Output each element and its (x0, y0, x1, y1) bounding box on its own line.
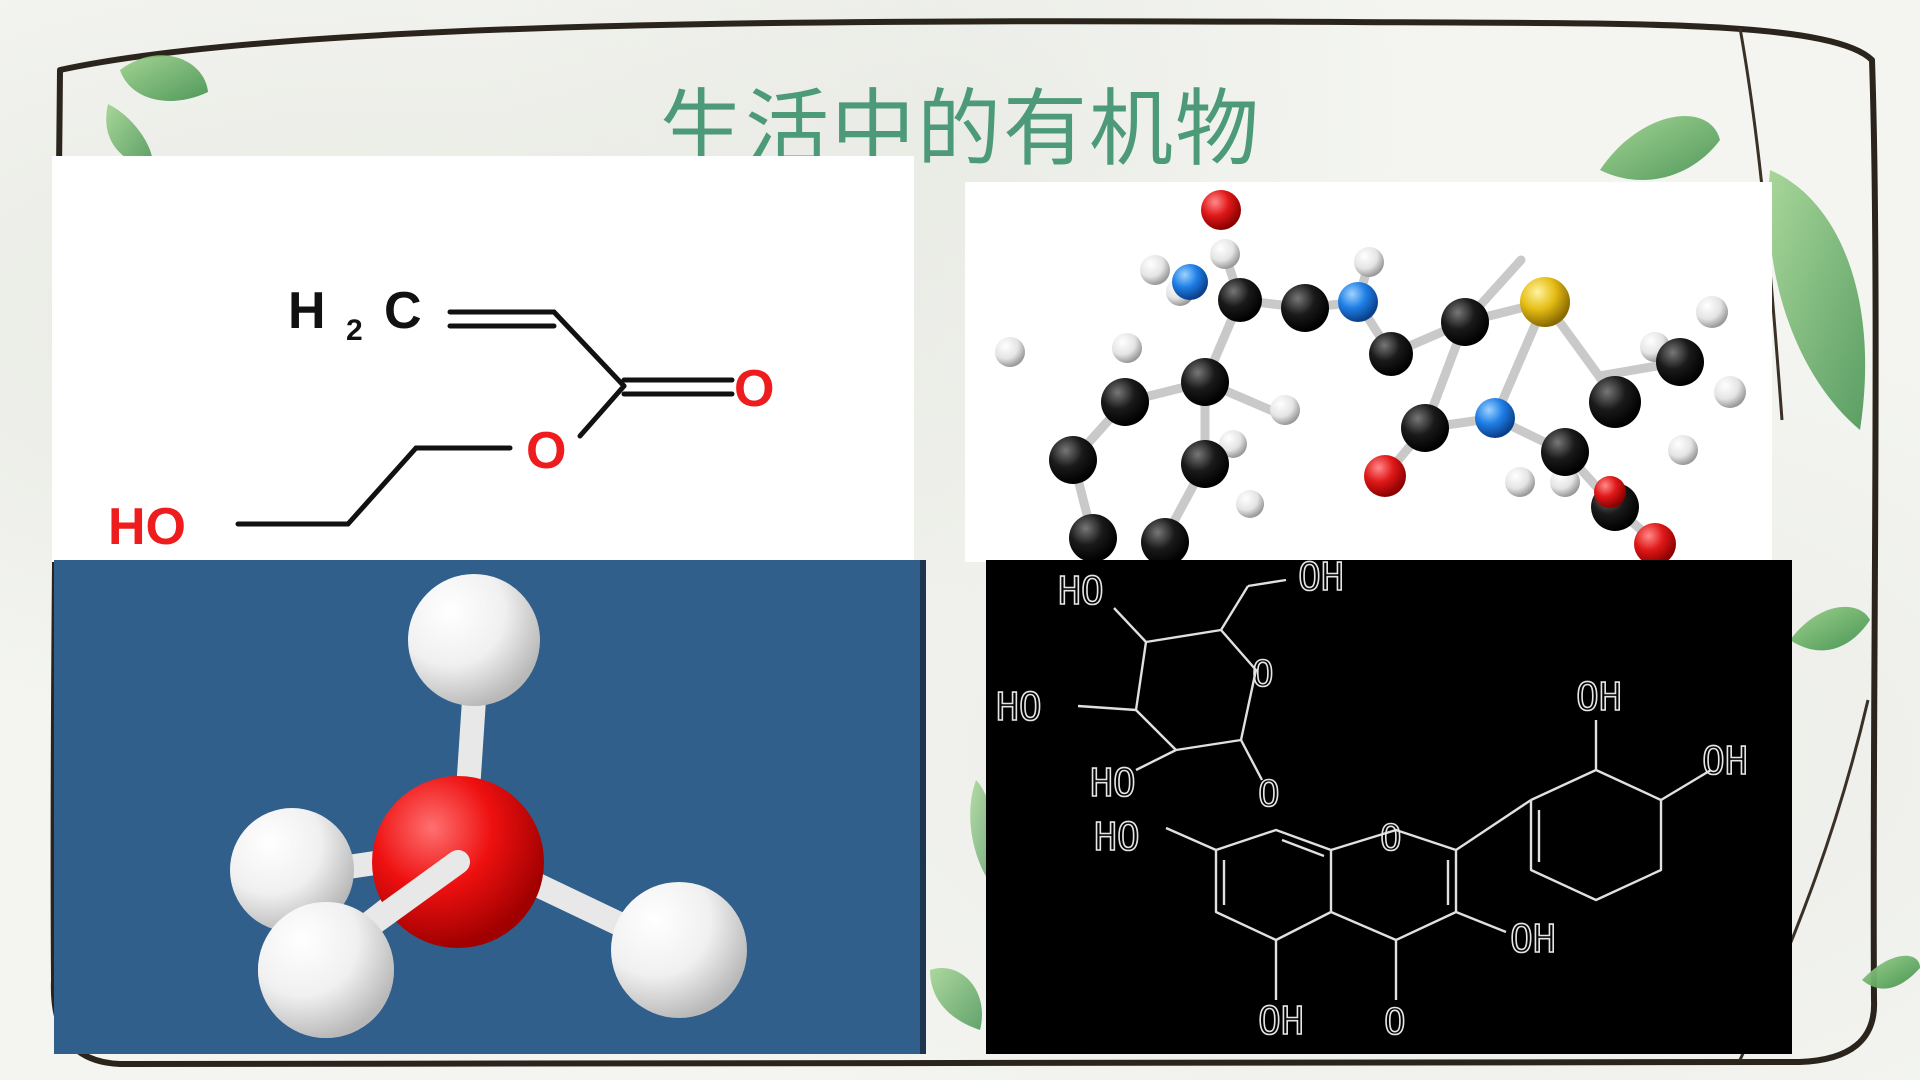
tetrahedral-model (230, 574, 747, 1038)
label-ho-1: HO (1058, 569, 1104, 613)
tetrahedral-model-panel (54, 560, 926, 1054)
structure-panel-glycoside: HO OH HO O HO O OH OH HO O OH OH O (986, 560, 1792, 1054)
label-o-link: O (1258, 774, 1280, 815)
glycoside-formula: HO OH HO O HO O OH OH HO O OH OH O (995, 560, 1748, 1044)
label-oh-r1: OH (1576, 675, 1622, 719)
label-oh-mid: OH (1510, 917, 1556, 961)
leaf-icon (106, 55, 1920, 1030)
hydrogen-atom-left (230, 808, 354, 932)
hydrogen-atom-right (611, 882, 747, 1018)
carbonyl-oxygen: O (734, 360, 774, 418)
label-oh-bottom: OH (1258, 999, 1304, 1043)
label-o-ring: O (1252, 654, 1274, 695)
structure-panel-hydroxyethyl-acrylate: H 2 C O O HO (52, 156, 914, 562)
hydroxyl-group: HO (108, 498, 186, 556)
label-oh-top: OH (1298, 560, 1344, 599)
label-oh-r2: OH (1702, 739, 1748, 783)
h2c-h: H (288, 282, 326, 340)
skeletal-formula: H 2 C O O HO (108, 282, 774, 556)
label-o-pyran: O (1380, 818, 1402, 859)
ester-oxygen: O (526, 422, 566, 480)
ball-stick-model-panel (965, 182, 1772, 562)
label-ho-4: HO (1094, 815, 1140, 859)
h2c-subscript: 2 (346, 314, 363, 347)
label-ho-3: HO (1090, 761, 1136, 805)
ball-stick-model (995, 190, 1746, 562)
label-o-keto: O (1384, 1002, 1406, 1043)
hydrogen-atom-top (408, 574, 540, 706)
h2c-c: C (384, 282, 422, 340)
label-ho-2: HO (996, 685, 1042, 729)
